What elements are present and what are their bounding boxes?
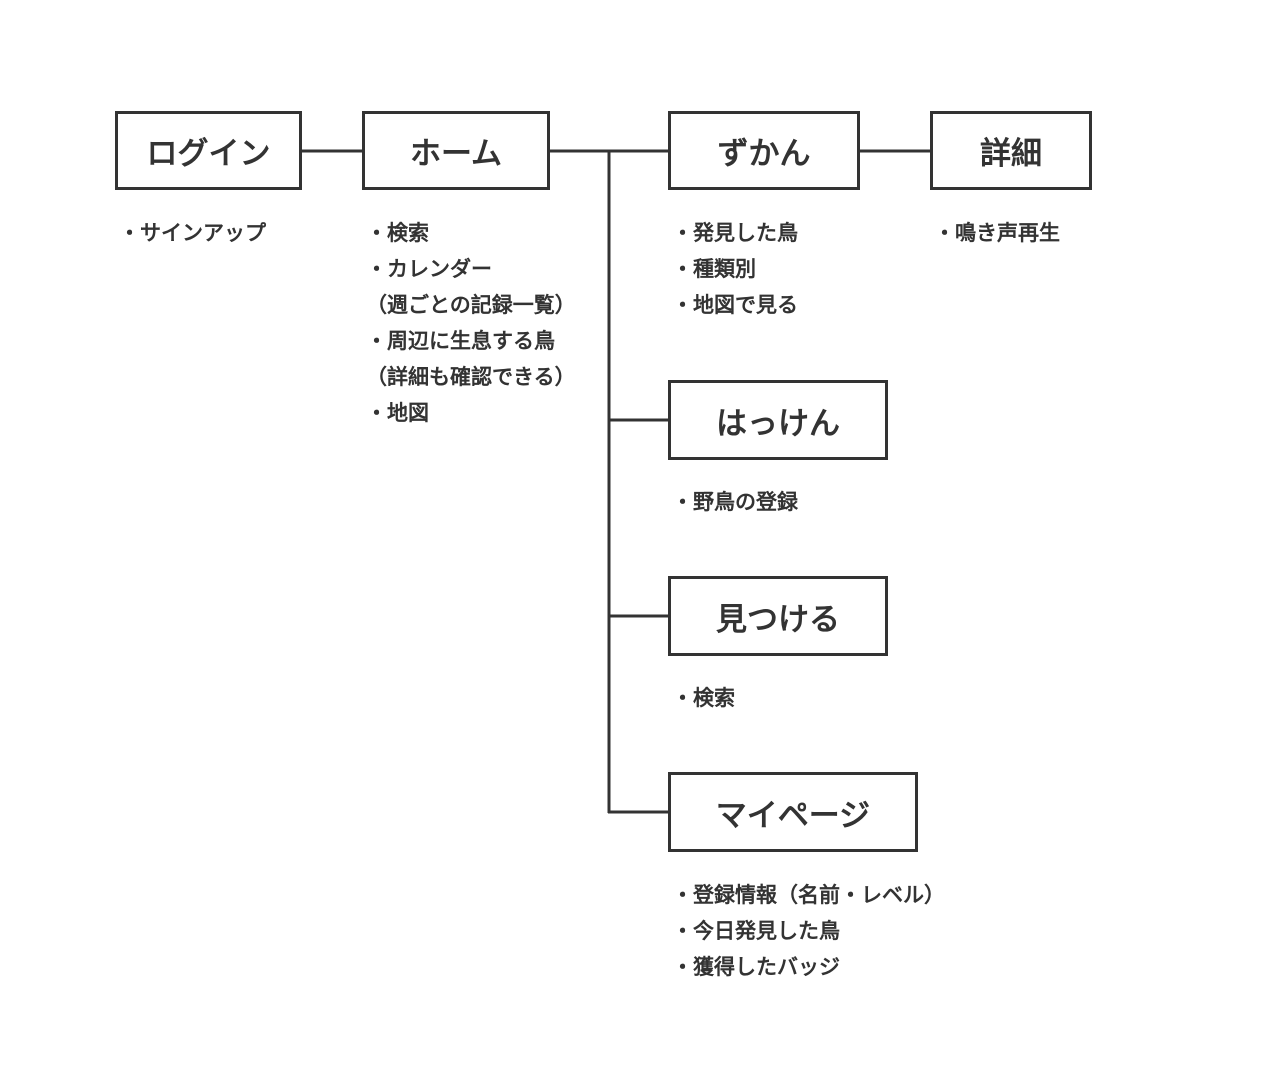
node-hakken-notes: ・野鳥の登録 — [672, 484, 798, 520]
node-zukan: ずかん — [668, 111, 860, 190]
node-mypage-notes: ・登録情報（名前・レベル） ・今日発見した鳥 ・獲得したバッジ — [672, 877, 945, 985]
node-detail: 詳細 — [930, 111, 1092, 190]
node-home-title: ホーム — [409, 136, 503, 172]
note-item: ・カレンダー — [366, 257, 492, 281]
note-item: ・獲得したバッジ — [672, 955, 840, 979]
note-item: ・発見した鳥 — [672, 221, 798, 245]
node-login: ログイン — [115, 111, 302, 190]
node-hakken: はっけん — [668, 380, 888, 460]
node-mypage: マイページ — [668, 772, 918, 852]
node-zukan-notes: ・発見した鳥 ・種類別 ・地図で見る — [672, 215, 798, 323]
node-login-notes: ・サインアップ — [119, 215, 266, 251]
note-item: （詳細も確認できる） — [366, 365, 576, 389]
node-detail-title: 詳細 — [980, 136, 1042, 172]
node-hakken-title: はっけん — [716, 405, 840, 442]
note-item: ・野鳥の登録 — [672, 490, 798, 514]
node-mitsukeru: 見つける — [668, 576, 888, 656]
node-login-title: ログイン — [146, 136, 271, 172]
note-item: ・周辺に生息する鳥 — [366, 329, 555, 353]
node-home: ホーム — [362, 111, 550, 190]
node-zukan-title: ずかん — [717, 136, 811, 172]
node-mypage-title: マイページ — [715, 797, 871, 834]
note-item: ・検索 — [672, 686, 735, 710]
note-item: ・地図で見る — [672, 293, 798, 317]
note-item: ・今日発見した鳥 — [672, 919, 840, 943]
node-home-notes: ・検索 ・カレンダー （週ごとの記録一覧） ・周辺に生息する鳥 （詳細も確認でき… — [366, 215, 576, 431]
node-mitsukeru-title: 見つける — [716, 601, 840, 638]
note-item: ・地図 — [366, 401, 429, 425]
note-item: ・種類別 — [672, 257, 756, 281]
note-item: ・検索 — [366, 221, 429, 245]
note-item: ・登録情報（名前・レベル） — [672, 883, 945, 907]
node-mitsukeru-notes: ・検索 — [672, 680, 735, 716]
note-item: （週ごとの記録一覧） — [366, 293, 576, 317]
note-item: ・鳴き声再生 — [934, 221, 1060, 245]
note-item: ・サインアップ — [119, 221, 266, 245]
node-detail-notes: ・鳴き声再生 — [934, 215, 1060, 251]
